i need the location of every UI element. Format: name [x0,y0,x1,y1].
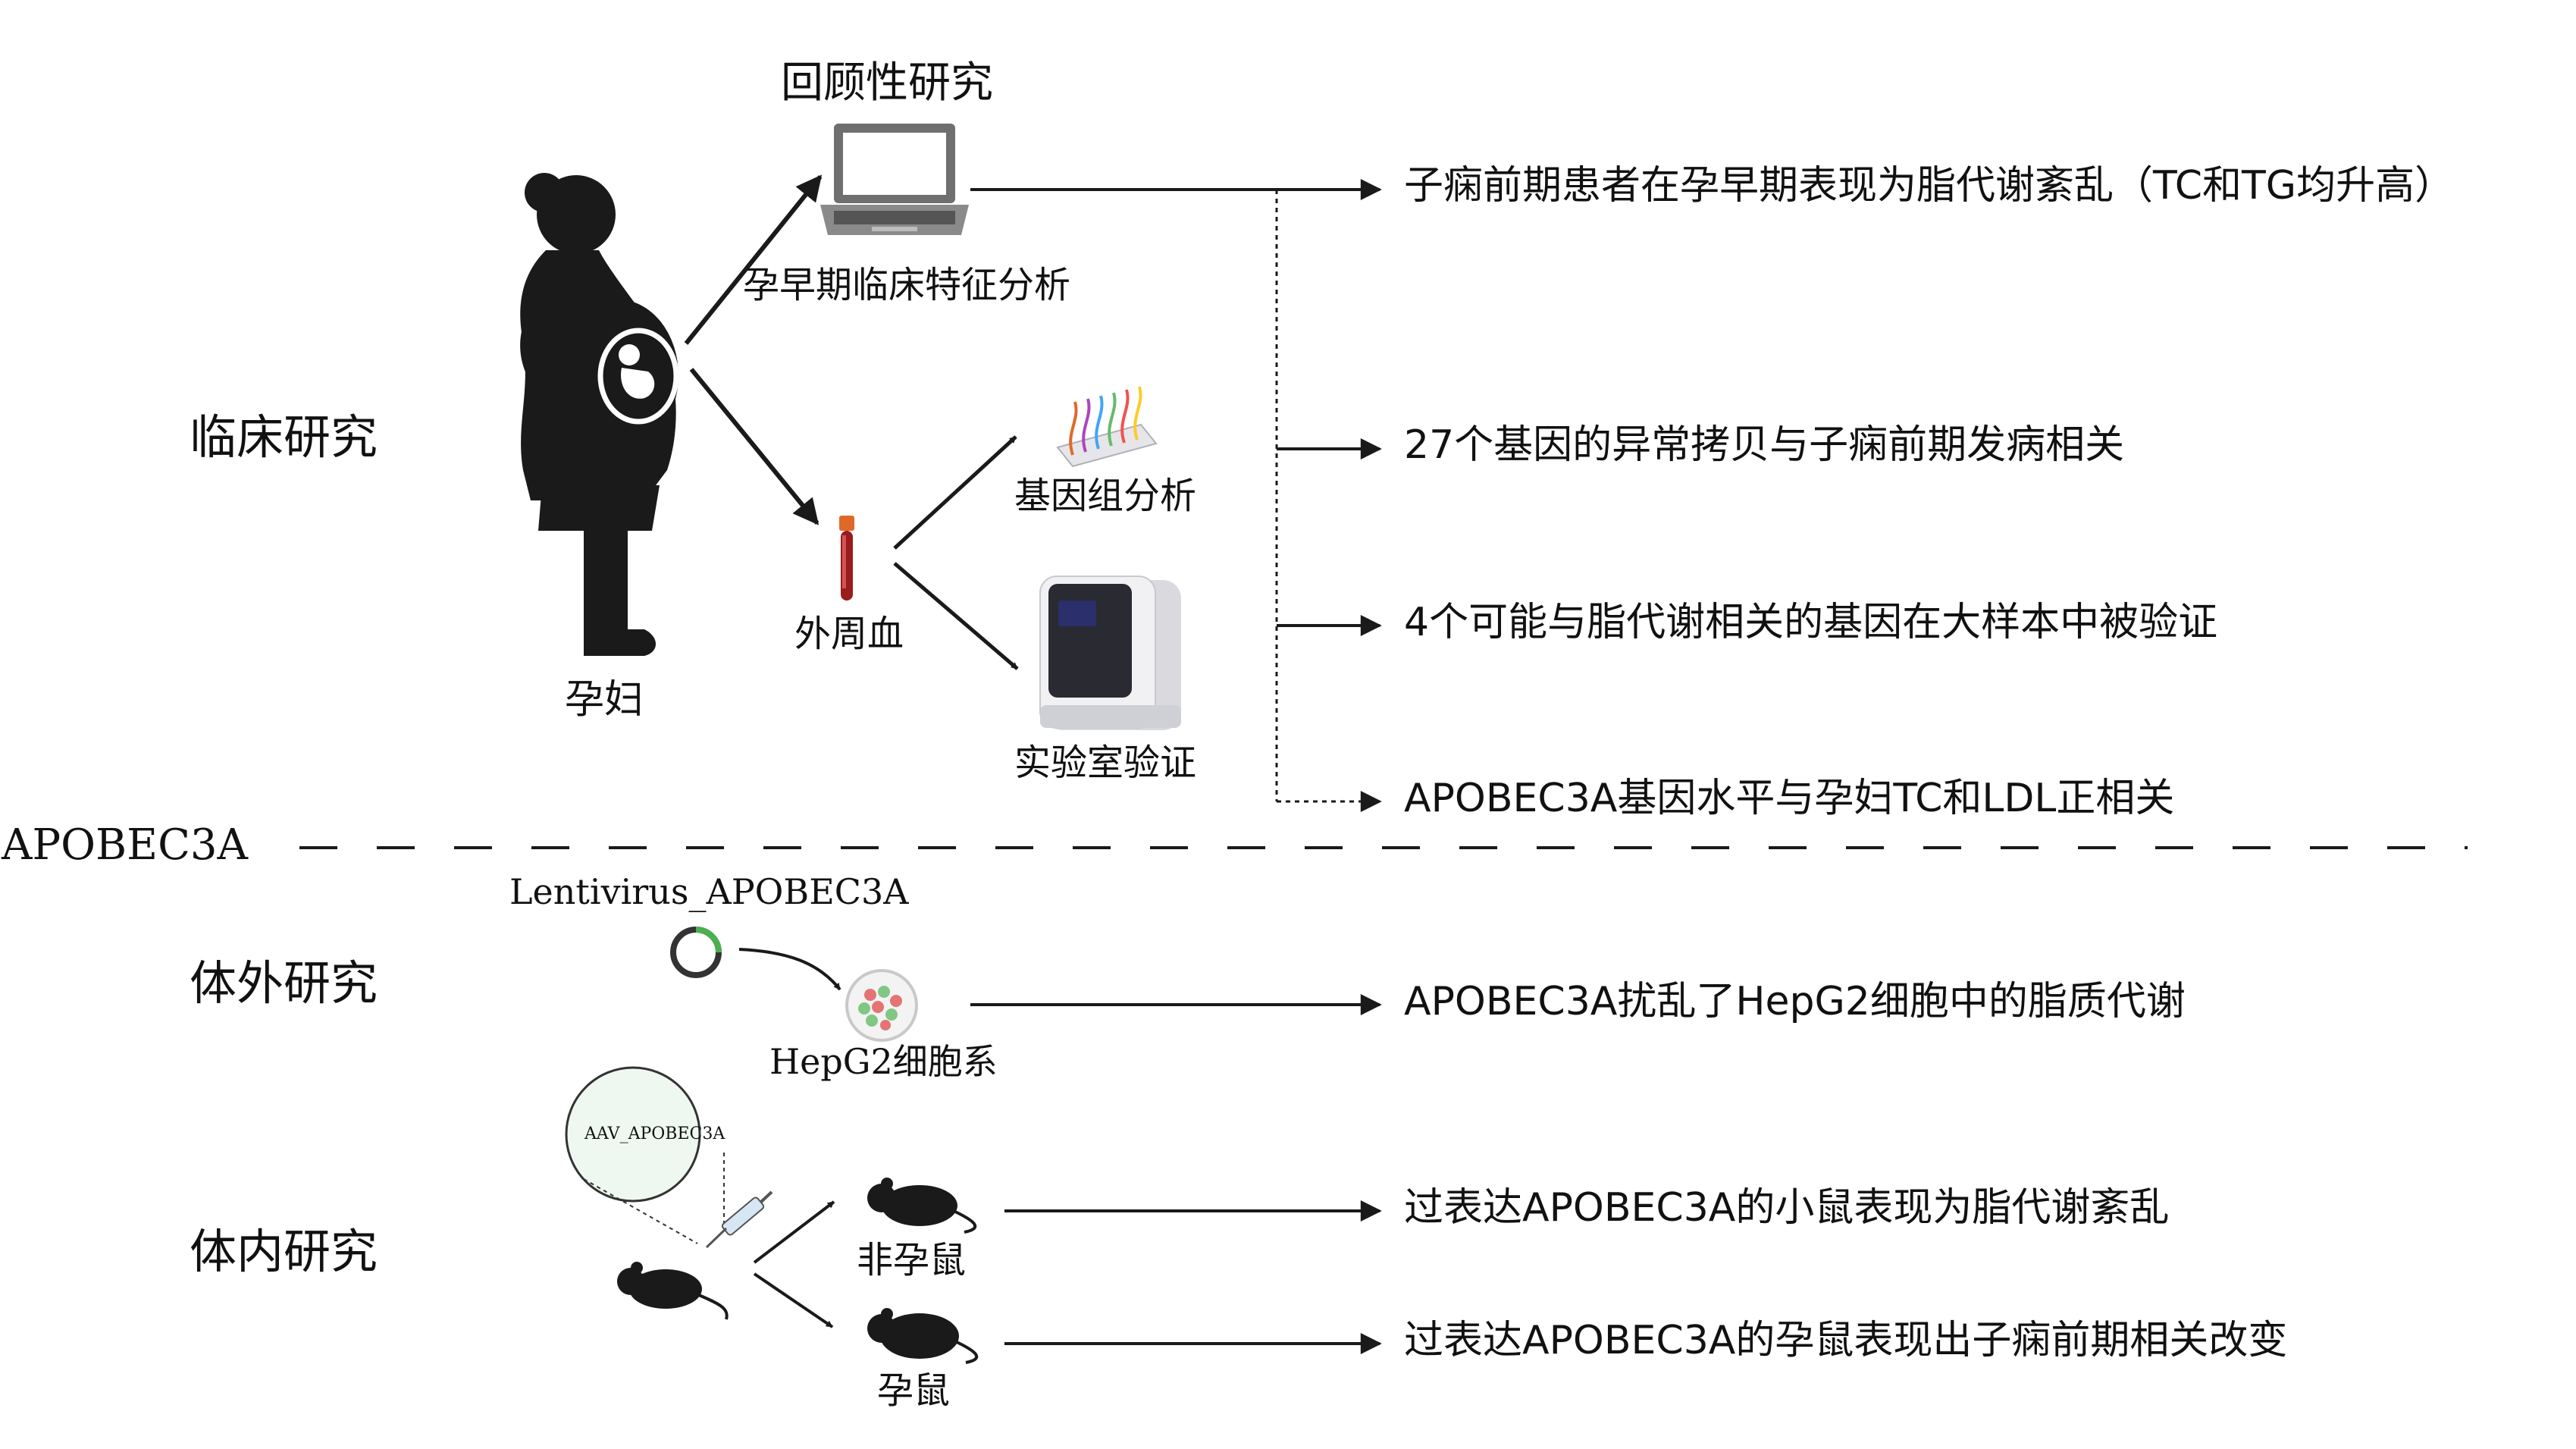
blood-tube-icon [839,516,854,601]
section-label-clinical: 临床研究 [190,409,378,465]
arrow-to-lab [893,562,1019,670]
clinical-finding-1: 子痫前期患者在孕早期表现为脂代谢紊乱（TC和TG均升高） [1404,163,2454,209]
section-label-in-vivo: 体内研究 [190,1224,378,1279]
section-label-in-vitro: 体外研究 [190,955,378,1011]
nonpregnant-mouse-label: 非孕鼠 [857,1239,966,1281]
lab-instrument-icon [1039,576,1181,730]
fetus-icon [597,328,679,425]
genome-chip-icon [1056,386,1158,468]
arrow-plasmid-to-cells [738,948,841,991]
arrow-to-nonpregnant [753,1200,835,1264]
in-vivo-finding-2: 过表达APOBEC3A的孕鼠表现出子痫前期相关改变 [1404,1318,2287,1363]
subject-label: 孕妇 [565,677,644,723]
retrospective-title: 回顾性研究 [781,58,993,108]
aav-label: AAV_APOBEC3A [584,1124,725,1143]
mouse-icon-nonpregnant [867,1178,976,1234]
lentivirus-label: Lentivirus_APOBEC3A [509,871,909,912]
genome-label: 基因组分析 [1014,475,1196,517]
pregnant-woman-icon [520,173,678,656]
laptop-icon [820,124,969,235]
lab-label: 实验室验证 [1014,742,1196,784]
clinical-finding-4: APOBEC3A基因水平与孕妇TC和LDL正相关 [1404,776,2174,821]
cell-line-label: HepG2细胞系 [769,1041,998,1082]
pregnant-mouse-label: 孕鼠 [877,1369,950,1412]
in-vitro-finding: APOBEC3A扰乱了HepG2细胞中的脂质代谢 [1404,979,2186,1024]
in-vivo-finding-1: 过表达APOBEC3A的小鼠表现为脂代谢紊乱 [1404,1185,2169,1231]
mouse-icon-pregnant [867,1308,978,1364]
cell-dish-icon [845,969,918,1042]
divider-label: APOBEC3A [1,820,249,870]
clinical-finding-2: 27个基因的异常拷贝与子痫前期发病相关 [1404,422,2124,468]
blood-label: 外周血 [794,613,904,655]
mouse-icon-source [617,1262,729,1320]
arrow-to-blood [689,368,819,525]
aav-bubble-icon [565,1066,725,1244]
clinical-finding-3: 4个可能与脂代谢相关的基因在大样本中被验证 [1404,600,2217,645]
plasmid-icon [670,927,722,978]
arrow-to-laptop [684,174,823,345]
syringe-icon [705,1190,773,1249]
arrow-to-pregnant [753,1272,834,1328]
retrospective-subtitle: 孕早期临床特征分析 [743,264,1070,306]
arrow-to-genome [893,435,1017,550]
